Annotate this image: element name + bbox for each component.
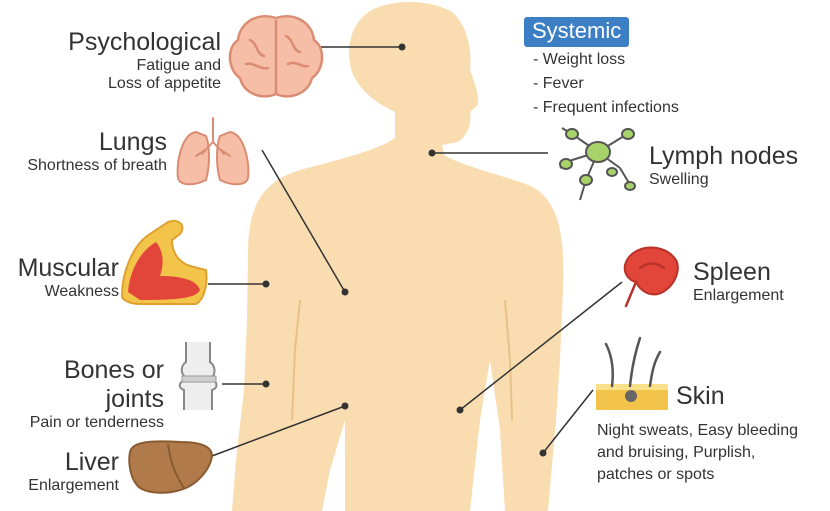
bones-title: Bones or joints — [63, 356, 164, 413]
spleen-title: Spleen — [693, 258, 771, 286]
leader-skin — [542, 389, 594, 454]
label-skin: Skin — [676, 382, 725, 411]
lymph-node-icon — [559, 127, 636, 201]
label-spleen: Spleen Enlargement — [693, 258, 784, 305]
leader-lungs — [261, 149, 346, 293]
body-line-left-arm — [291, 299, 301, 421]
skin-title: Skin — [676, 382, 725, 410]
skin-line: and bruising, Purplish, — [597, 444, 756, 461]
marker-head — [398, 43, 406, 51]
lungs-line: Shortness of breath — [27, 156, 167, 174]
skin-description: Night sweats, Easy bleeding and bruising… — [597, 420, 827, 486]
systemic-item: - Weight loss — [533, 51, 626, 68]
marker-chest — [341, 288, 349, 296]
marker-arm — [262, 280, 270, 288]
marker-elbow — [262, 380, 270, 388]
lungs-icon — [176, 117, 250, 186]
lymph-title: Lymph nodes — [649, 142, 799, 170]
label-liver: Liver Enlargement — [28, 448, 119, 495]
spleen-icon — [623, 246, 679, 308]
label-lungs: Lungs Shortness of breath — [27, 128, 167, 175]
skin-line: Night sweats, Easy bleeding — [597, 422, 798, 439]
psychological-title: Psychological — [68, 28, 221, 56]
label-bones: Bones or joints Pain or tenderness — [0, 356, 164, 432]
lymph-line: Swelling — [649, 170, 709, 188]
label-psychological: Psychological Fatigue and Loss of appeti… — [68, 28, 221, 94]
marker-spleen — [456, 406, 464, 414]
bones-line: Pain or tenderness — [29, 413, 164, 431]
leader-spleen — [459, 281, 623, 411]
systemic-badge: Systemic — [524, 17, 630, 47]
flexed-arm-icon — [120, 220, 208, 305]
psychological-line: Fatigue and — [136, 56, 221, 74]
liver-icon — [128, 440, 214, 494]
body-silhouette — [232, 2, 564, 511]
muscular-title: Muscular — [17, 254, 119, 282]
muscular-line: Weakness — [44, 282, 119, 300]
marker-neck — [428, 149, 436, 157]
systemic-list: - Weight loss - Fever - Frequent infecti… — [533, 48, 679, 120]
label-lymph-nodes: Lymph nodes Swelling — [649, 142, 798, 189]
knee-joint-icon — [178, 342, 218, 410]
skin-line: patches or spots — [597, 466, 715, 483]
brain-icon — [228, 15, 324, 98]
lungs-title: Lungs — [98, 128, 167, 156]
psychological-line: Loss of appetite — [108, 75, 221, 93]
label-muscular: Muscular Weakness — [18, 254, 119, 301]
liver-line: Enlargement — [28, 476, 119, 494]
body-line-right-arm — [504, 299, 513, 421]
spleen-line: Enlargement — [693, 286, 784, 304]
systemic-item: - Fever — [533, 75, 584, 92]
liver-title: Liver — [64, 448, 119, 476]
systemic-item: - Frequent infections — [533, 99, 679, 116]
marker-skin — [539, 449, 547, 457]
marker-abdomen — [341, 402, 349, 410]
skin-layer-icon — [596, 336, 668, 410]
leader-liver — [211, 405, 346, 457]
